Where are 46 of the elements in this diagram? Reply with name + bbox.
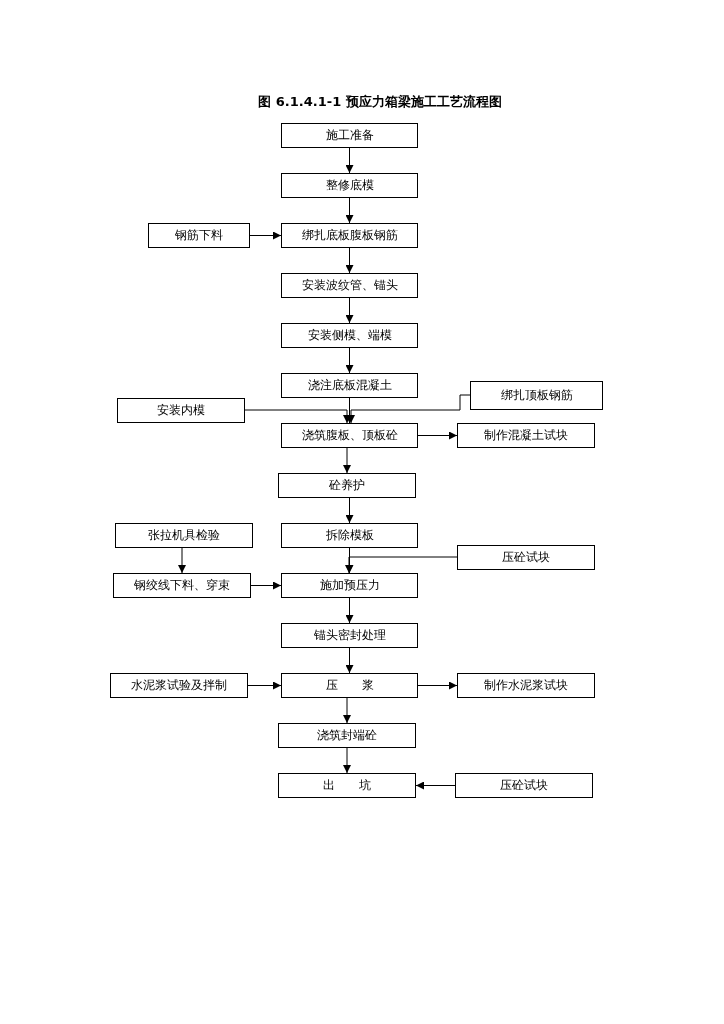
arrow	[345, 647, 354, 674]
process-box: 锚头密封处理	[281, 623, 418, 648]
arrow	[244, 409, 351, 424]
process-box: 压砼试块	[457, 545, 595, 570]
arrow	[247, 681, 282, 690]
arrow	[178, 547, 186, 574]
arrow	[417, 681, 458, 690]
arrow	[345, 297, 354, 324]
process-box: 钢筋下料	[148, 223, 250, 248]
process-box: 浇筑封端砼	[278, 723, 416, 748]
process-box: 水泥浆试验及拌制	[110, 673, 248, 698]
arrow	[249, 231, 282, 240]
arrow	[250, 581, 282, 590]
process-box: 拆除模板	[281, 523, 418, 548]
arrow	[345, 247, 354, 274]
process-box: 施加预压力	[281, 573, 418, 598]
arrow	[343, 697, 351, 724]
process-box: 制作水泥浆试块	[457, 673, 595, 698]
process-box: 制作混凝土试块	[457, 423, 595, 448]
arrow	[343, 747, 351, 774]
process-box: 施工准备	[281, 123, 418, 148]
arrow	[345, 556, 458, 574]
process-box: 绑扎底板腹板钢筋	[281, 223, 418, 248]
process-box: 浇注底板混凝土	[281, 373, 418, 398]
process-box: 绑扎顶板钢筋	[470, 381, 603, 410]
process-box: 压砼试块	[455, 773, 593, 798]
arrow	[345, 347, 354, 374]
arrow	[347, 394, 471, 424]
process-box: 出 坑	[278, 773, 416, 798]
process-box: 钢绞线下料、穿束	[113, 573, 251, 598]
arrow	[343, 447, 351, 474]
arrow	[415, 781, 456, 790]
arrow	[345, 497, 354, 524]
arrow	[417, 431, 458, 440]
diagram-title: 图 6.1.4.1-1 预应力箱梁施工工艺流程图	[257, 93, 503, 111]
arrow	[345, 147, 354, 174]
process-box: 砼养护	[278, 473, 416, 498]
process-box: 浇筑腹板、顶板砼	[281, 423, 418, 448]
process-box: 安装内模	[117, 398, 245, 423]
arrow	[345, 597, 354, 624]
process-box: 安装侧模、端模	[281, 323, 418, 348]
process-box: 整修底模	[281, 173, 418, 198]
arrow	[345, 197, 354, 224]
process-box: 压 浆	[281, 673, 418, 698]
process-box: 张拉机具检验	[115, 523, 253, 548]
process-box: 安装波纹管、锚头	[281, 273, 418, 298]
